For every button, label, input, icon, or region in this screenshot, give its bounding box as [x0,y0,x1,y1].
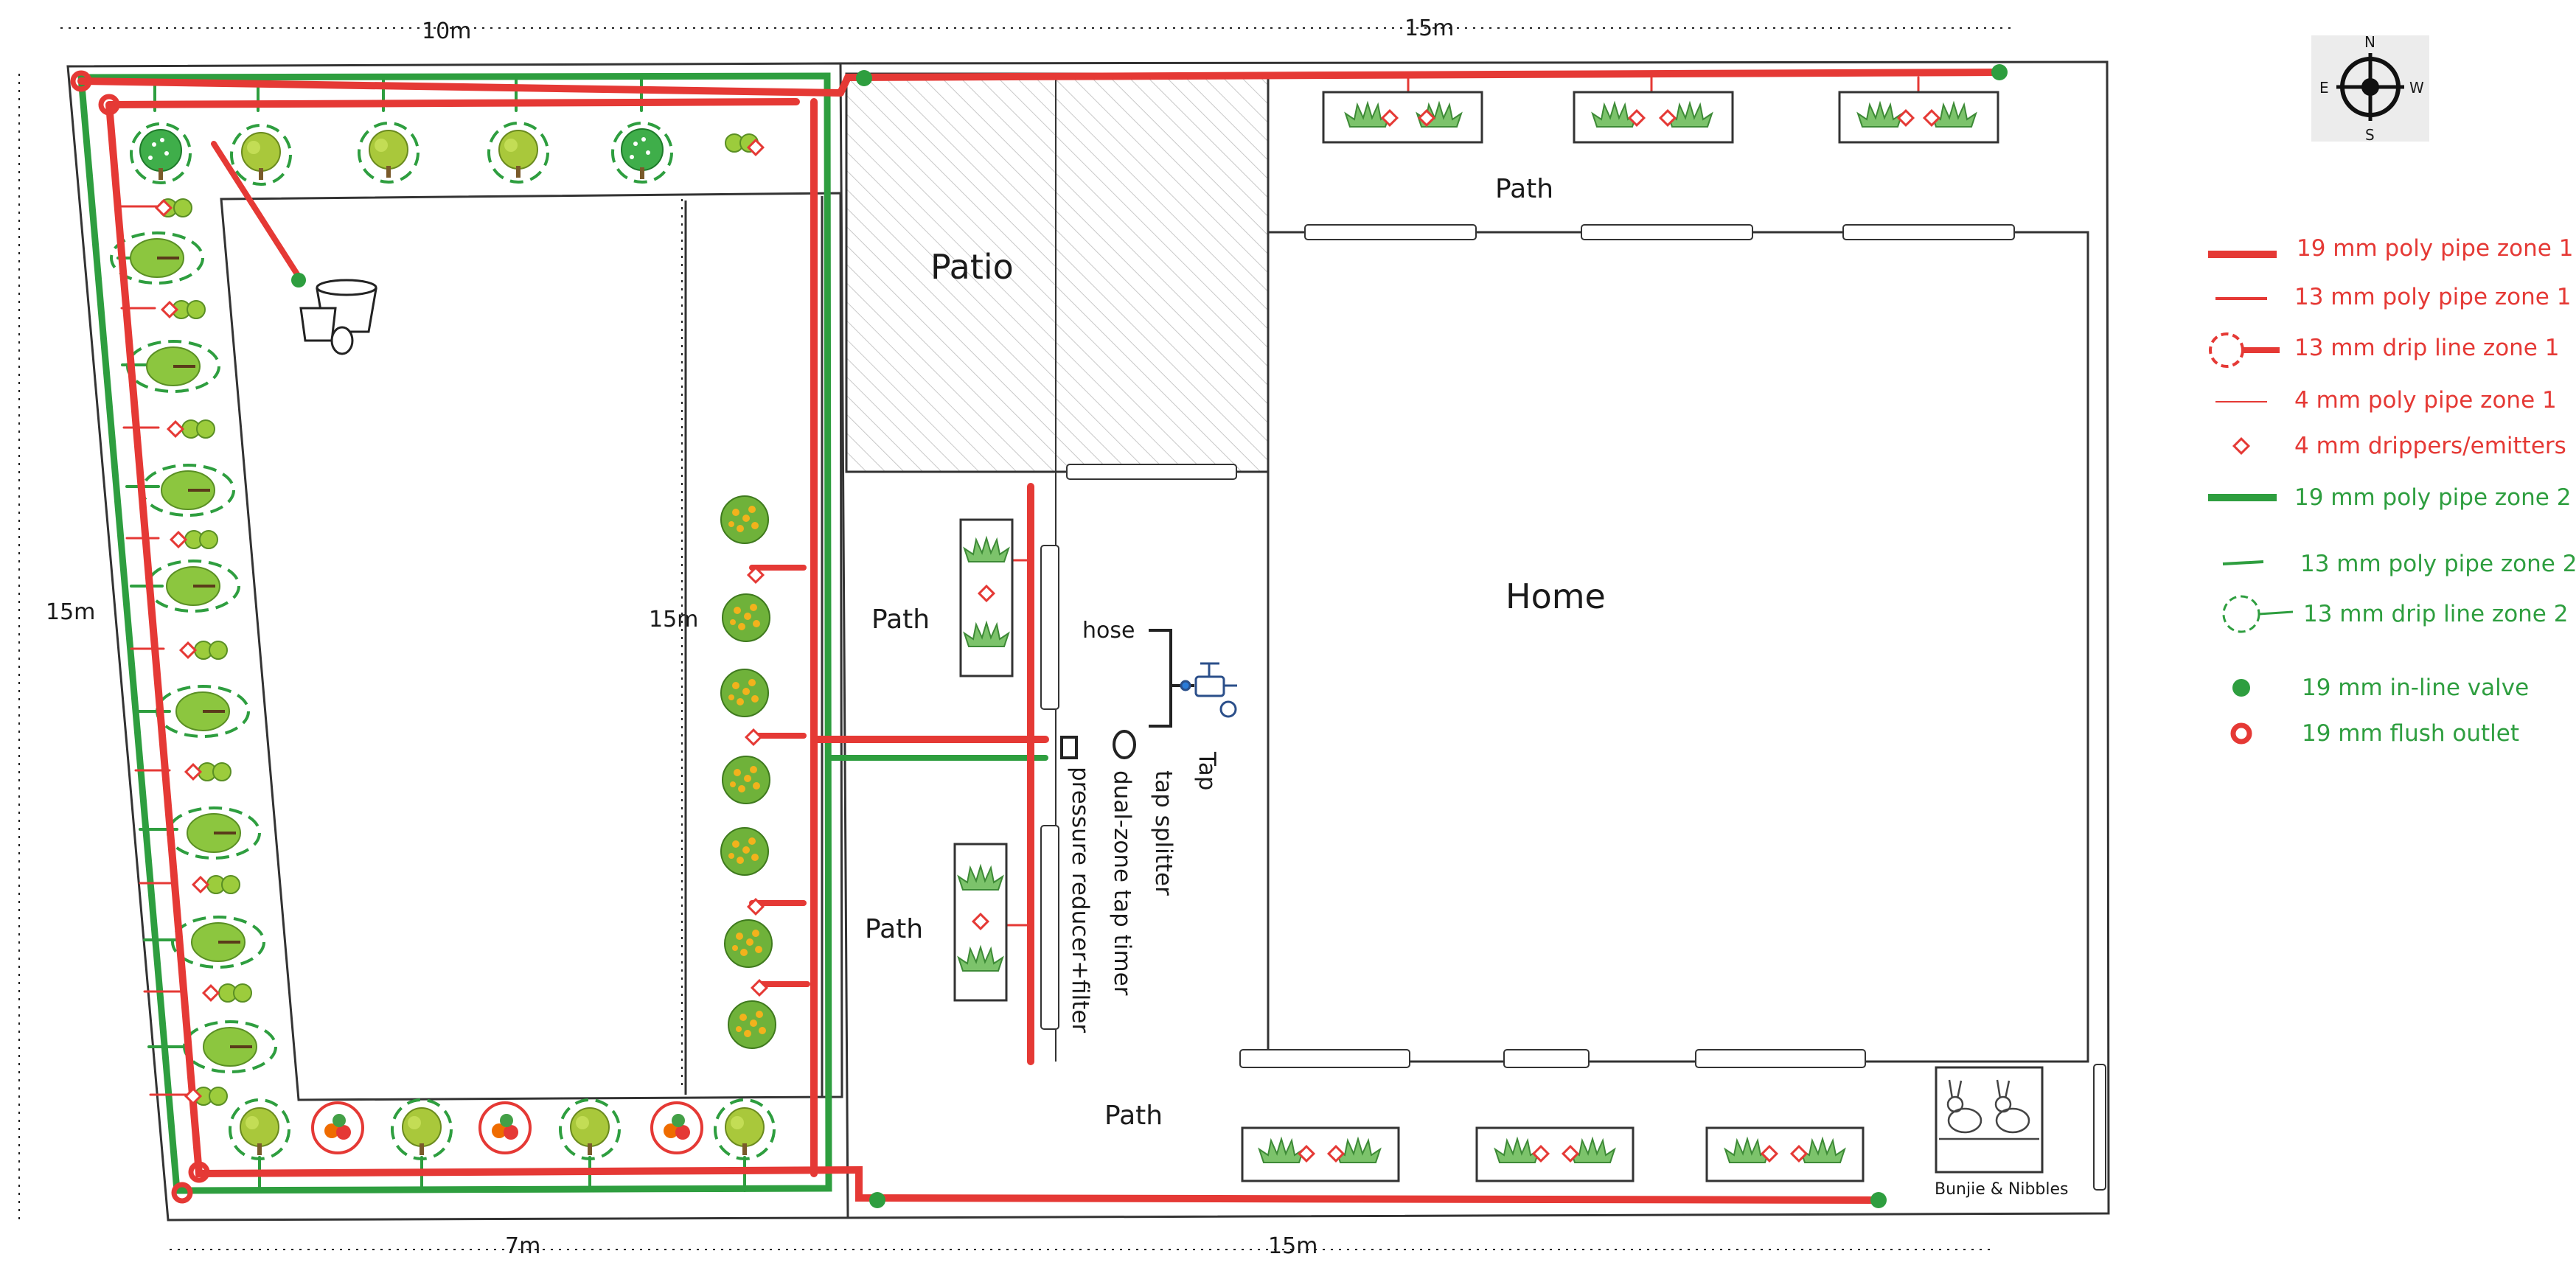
dim-inner: 15m [649,607,698,632]
legend-label: 13 mm poly pipe zone 2 [2300,551,2576,577]
legend-label: 13 mm poly pipe zone 1 [2294,284,2571,310]
zone2-drip-rings [110,122,776,1160]
legend-label: 19 mm poly pipe zone 1 [2297,235,2573,262]
pressure-reducer-label: pressure reducer+filter [1067,767,1093,1033]
legend-label: 19 mm flush outlet [2302,720,2519,747]
legend-label: 13 mm drip line zone 2 [2303,601,2568,627]
dim-top-right: 15m [1404,15,1454,41]
wall-strips [1040,224,2106,1191]
compass-e: E [2319,79,2329,97]
home-label: Home [1505,576,1606,616]
legend-red-flush-outlet [2230,722,2252,745]
path-label-top: Path [1495,174,1553,204]
pets-label: Bunjie & Nibbles [1935,1180,2069,1199]
compass-s: S [2365,126,2375,144]
tap-labels: Tap tap splitter dual-zone tap timer pre… [1067,751,1220,1033]
tap-splitter-label: tap splitter [1150,770,1177,896]
compass-icon [2311,35,2429,142]
tap-icon [1180,662,1237,718]
hose-bracket [1149,629,1194,728]
dual-zone-timer-label: dual-zone tap timer [1109,770,1135,996]
legend-label: 4 mm poly pipe zone 1 [2294,387,2557,414]
patio [845,72,1270,473]
path-label-left-upper: Path [871,604,930,635]
valves [70,64,2008,1208]
compass-n: N [2364,33,2375,51]
compass-w: W [2409,79,2424,97]
path-label-bottom: Path [1104,1101,1163,1131]
dimension-lines [18,27,2016,1250]
legend-green-valve [2232,679,2250,697]
legend: 19 mm poly pipe zone 1 13 mm poly pipe z… [2208,235,2576,747]
legend-green-dashed-ring [2222,595,2294,633]
dim-left: 15m [46,599,95,625]
legend-label: 4 mm drippers/emitters [2294,433,2566,459]
legend-label: 19 mm in-line valve [2302,675,2529,701]
hose-label: hose [1082,618,1135,644]
legend-label: 13 mm drip line zone 1 [2294,335,2559,361]
legend-medium-green-line [2222,560,2264,565]
home [1267,231,2089,1063]
dim-bottom-right: 15m [1268,1233,1317,1259]
planter-boxes [953,91,1999,1182]
garden-outline [66,60,2110,1222]
rabbit-icon [1939,1079,2039,1140]
legend-red-dashed-ring [2209,332,2280,368]
tap-label: Tap [1194,751,1220,790]
legend-label: 19 mm poly pipe zone 2 [2294,484,2571,511]
path-label-left-lower: Path [865,914,923,944]
pot-icon [299,279,377,355]
pet-enclosure [1935,1066,2044,1174]
splitter-icons [1060,730,1136,759]
legend-red-diamond [2232,437,2250,455]
plants [129,128,776,1156]
dim-top-left: 10m [422,18,471,44]
patio-label: Patio [930,247,1014,287]
dim-bottom-left: 7m [505,1233,540,1259]
